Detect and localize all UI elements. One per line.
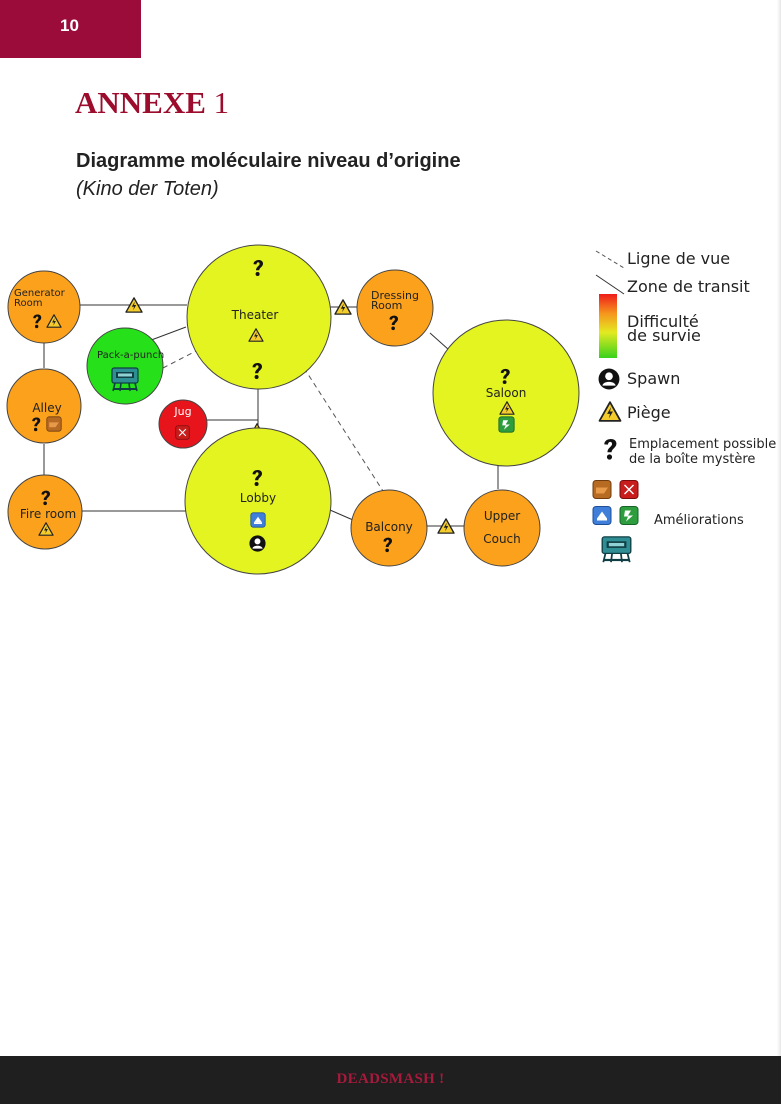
room-jug: Jug [158,399,208,449]
annex-title: ANNEXE 1 [75,85,229,121]
page-number-tab: 10 [0,0,141,58]
annex-number: 1 [213,85,230,120]
line-of-sight-sample [595,250,625,269]
page-footer: DEADSMASH ! [0,1056,781,1104]
legend-spawn: Spawn [627,369,680,388]
molecular-diagram: Generator Room Theater Dressing Room Pac… [6,244,776,575]
legend-line-of-sight: Ligne de vue [627,249,730,268]
room-lobby: Lobby [184,427,332,575]
pack-a-punch-icon [601,535,632,564]
legend-transit: Zone de transit [627,277,750,296]
room-label: Pack-a-punch [97,350,164,361]
room-label: Jug [173,405,191,418]
room-label: Room [14,298,42,309]
room-fire: Fire room [7,474,83,550]
mystery-box-icon [604,438,617,460]
room-theater: Theater [186,244,332,390]
annex-word: ANNEXE [75,85,206,120]
room-dressing: Dressing Room [356,269,434,347]
legend-upgrades: Améliorations [654,513,744,528]
room-alley: Alley [6,368,82,444]
room-upper-couch: Upper Couch [463,489,541,567]
sight-theater-balcony [303,367,384,492]
diagram-subtitle: (Kino der Toten) [76,178,219,200]
stamin-up-icon [498,416,515,433]
difficulty-gradient [599,294,617,358]
quick-revive-icon [592,505,612,526]
room-label: Theater [231,308,279,322]
transit-sample [595,274,625,295]
room-pack-a-punch: Pack-a-punch [86,327,164,405]
room-label: Dressing [371,289,419,302]
room-label: Couch [483,532,521,546]
room-generator: Generator Room [7,270,81,344]
room-label: Room [371,299,402,312]
legend-trap: Piège [627,403,671,422]
line-of-sight-connections [162,350,384,492]
room-label: Upper [484,509,520,523]
trap-icon [598,401,622,422]
room-saloon: Saloon [432,319,580,467]
room-label: Generator [14,288,66,299]
room-label: Alley [32,401,61,415]
spawn-icon [249,535,266,552]
link-lobby-balcony [329,509,354,521]
juggernog-icon [175,425,190,440]
page-number: 10 [60,16,79,35]
legend-mystery-box: Emplacement possible [629,437,776,452]
spawn-icon [598,368,620,390]
stamin-up-icon [619,505,639,526]
sight-pap-theater [162,350,197,369]
quick-revive-icon [250,512,266,528]
room-label: Lobby [240,491,276,505]
room-label: Saloon [486,386,527,400]
footer-brand: DEADSMASH ! [336,1071,445,1087]
legend: Ligne de vue Zone de transit Difficulté … [592,249,776,564]
speed-cola-icon [592,479,612,500]
juggernog-icon [619,479,639,500]
diagram-title: Diagramme moléculaire niveau d’origine [76,150,461,172]
legend-difficulty: Difficulté [627,312,699,331]
room-label: Balcony [365,520,413,534]
room-balcony: Balcony [350,489,428,567]
legend-mystery-box: de la boîte mystère [629,452,755,467]
room-label: Fire room [20,507,76,521]
legend-difficulty: de survie [627,326,701,345]
page-edge-shadow [777,0,781,1056]
speed-cola-icon [46,416,62,432]
